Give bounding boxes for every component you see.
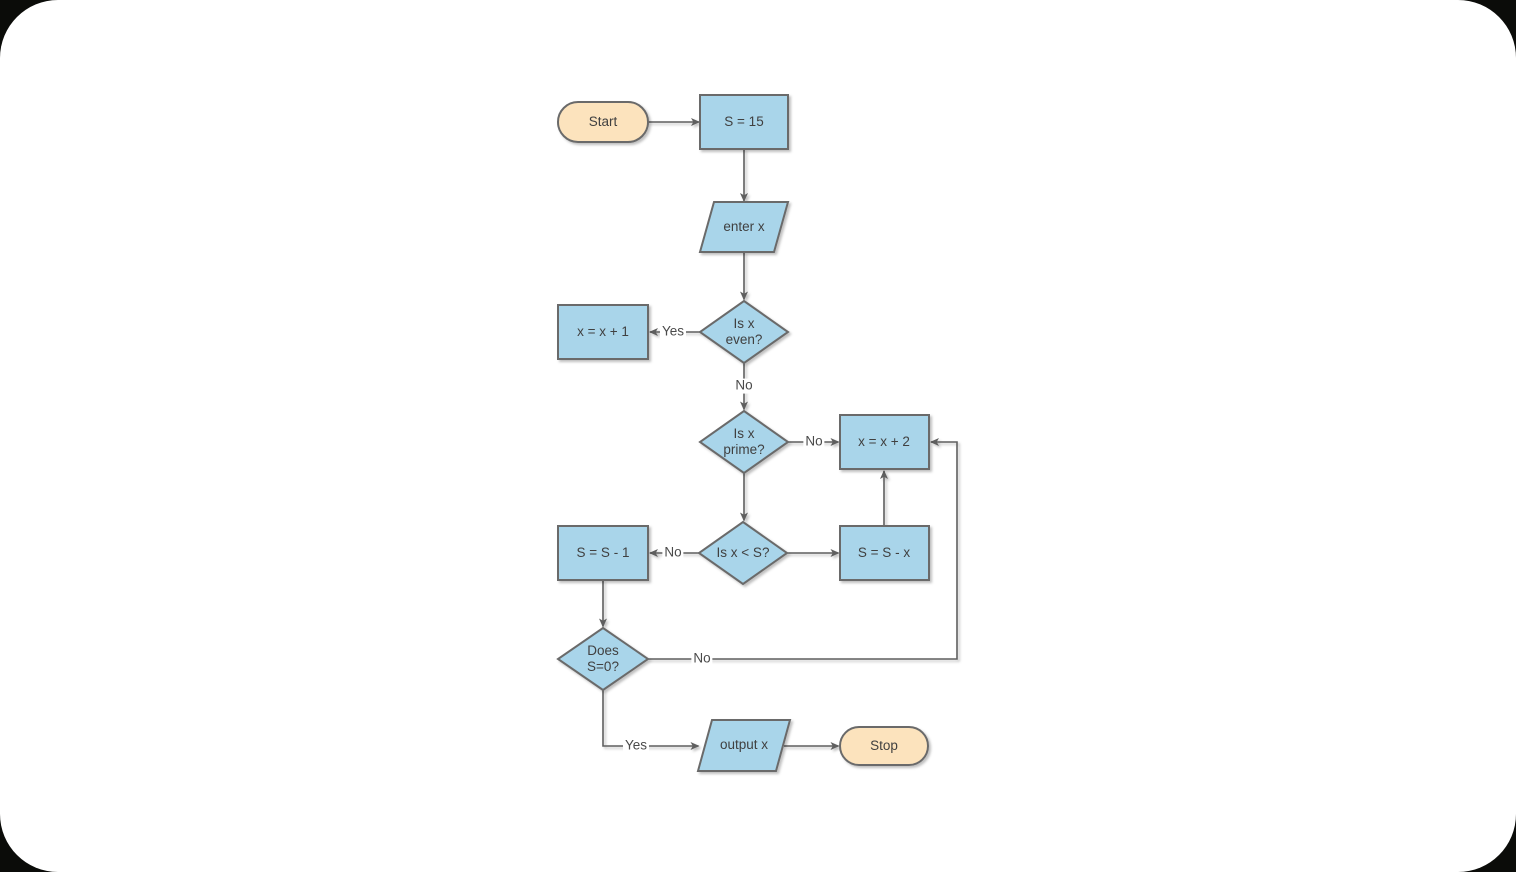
node-output-x-input[interactable] [696, 719, 792, 772]
edge-is-zero-yes-to-output-x [602, 690, 700, 750]
edge-is-zero-no-to-x-plus-2 [648, 438, 958, 660]
node-s-minus-x-process[interactable] [839, 525, 930, 581]
node-is-even-decision[interactable] [698, 299, 790, 365]
edge-label-zero-no: No [691, 650, 713, 667]
node-stop-terminator[interactable] [839, 726, 929, 766]
node-x-plus-2-process[interactable] [839, 414, 930, 470]
node-enter-x-input[interactable] [698, 201, 790, 253]
node-is-zero-label: Does S=0? [587, 642, 619, 674]
edge-label-even-no: No [733, 377, 755, 394]
node-is-prime-decision[interactable] [698, 409, 790, 475]
node-is-prime-label: Is x prime? [723, 425, 765, 457]
edge-label-less-no: No [662, 544, 684, 561]
node-start-label: Start [588, 113, 618, 129]
node-is-less-decision[interactable] [697, 520, 789, 586]
node-is-zero-decision[interactable] [556, 626, 650, 692]
node-output-x-label: output x [719, 736, 769, 752]
node-s15-process[interactable] [699, 94, 789, 150]
node-x-plus-1-label: x = x + 1 [577, 323, 629, 339]
node-enter-x-label: enter x [723, 218, 765, 234]
node-s-minus-x-label: S = S - x [857, 544, 911, 560]
node-is-even-label: Is x even? [725, 315, 763, 347]
node-x-plus-2-label: x = x + 2 [858, 433, 910, 449]
node-x-plus-1-process[interactable] [557, 304, 649, 360]
node-start-terminator[interactable] [557, 101, 649, 143]
node-s-minus-1-process[interactable] [557, 525, 649, 581]
edge-label-zero-yes: Yes [622, 737, 650, 754]
node-s15-label: S = 15 [724, 113, 764, 129]
node-stop-label: Stop [870, 737, 898, 753]
edge-label-prime-no: No [803, 433, 825, 450]
node-s-minus-1-label: S = S - 1 [576, 544, 630, 560]
edge-label-even-yes: Yes [659, 323, 687, 340]
node-is-less-label: Is x < S? [716, 544, 770, 560]
